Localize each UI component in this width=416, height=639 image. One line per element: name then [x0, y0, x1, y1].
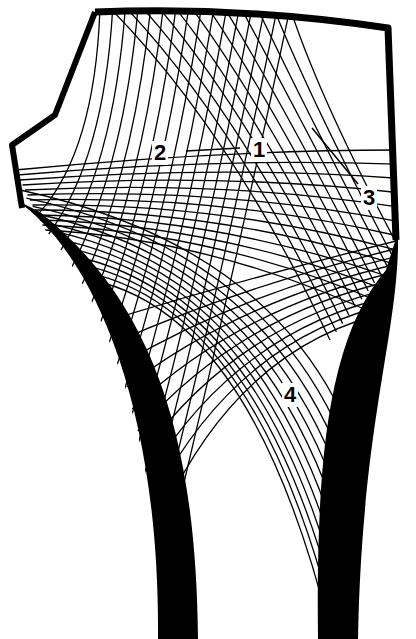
callout-number: 4 — [282, 383, 298, 407]
callout-number: 2 — [152, 141, 168, 165]
trabecula-line — [15, 150, 400, 170]
head-outline — [12, 12, 95, 208]
trabecula-line — [274, 8, 394, 258]
trabecula-line — [208, 8, 368, 291]
trabecula-line — [161, 8, 277, 520]
leader-line — [186, 148, 240, 151]
callout-number: 1 — [251, 138, 267, 162]
trabecula-line — [33, 206, 334, 441]
trabecula-line — [20, 172, 398, 180]
callout-number: 3 — [361, 186, 377, 210]
bone-outline — [95, 11, 396, 240]
trabecula-line — [23, 180, 398, 192]
trabecula-line — [225, 8, 375, 283]
trabecula-line — [290, 8, 400, 250]
trabecula-line — [257, 8, 387, 266]
leader-line — [312, 128, 358, 184]
trabecula-line — [110, 240, 400, 320]
trabecula-line — [170, 8, 290, 542]
medial-cortex — [16, 200, 198, 639]
trabecula-line — [192, 8, 362, 299]
trabecula-line — [241, 8, 381, 275]
lateral-cortex — [318, 232, 398, 639]
